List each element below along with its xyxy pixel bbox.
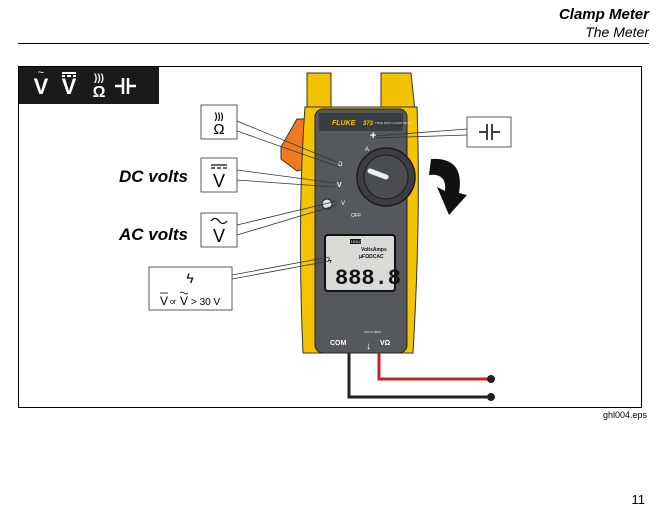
page-number: 11 [631,492,646,507]
capacitor-icon [479,124,500,140]
mode-bar: V ~ V ))) Ω [19,67,159,104]
high-voltage-callout: ϟ V or V > 30 V [148,266,233,311]
svg-text:+: + [370,130,376,142]
svg-text:V: V [160,294,168,308]
dc-volts-label: DC volts [119,167,188,186]
mode-continuity-icon: ))) [94,73,104,84]
lcd-display: HOLD VoltsAmps μFΩDCAC 888.8 ϟ [324,234,401,292]
ac-volt-icon: V [213,226,225,246]
ohm-icon: Ω [213,121,224,138]
dial-ohm-label: Ω [338,162,343,168]
figure-caption: ghl004.eps [602,410,647,420]
lcd-units-2: μFΩDCAC [359,254,384,260]
dc-volt-icon: V [213,171,225,191]
continuity-ohm-callout: ))) Ω [200,104,238,140]
dial-off-label: OFF [351,213,361,219]
header-rule [18,43,649,44]
svg-text:V: V [337,182,342,189]
callout-lines [231,120,468,280]
rotation-arrow-icon [429,158,467,215]
model-sub-label: TRUE RMS CLAMP METER [375,121,414,125]
meter-illustration: V ~ V ))) Ω FLUKE 373 TRUE RMS CLAMP MET… [19,67,512,401]
svg-text:↓: ↓ [366,341,371,352]
brand-label: FLUKE [332,120,356,127]
ac-volts-label: AC volts [118,225,188,244]
jack-mid-label: CAT III 600V [364,330,381,334]
jack-v-label: VΩ [380,340,391,347]
header-subtitle: The Meter [585,24,649,40]
figure-frame: V ~ V ))) Ω FLUKE 373 TRUE RMS CLAMP MET… [18,66,642,408]
ac-volt-callout: V [200,212,238,248]
mode-ac-volt-icon: V [34,74,49,99]
test-leads [347,353,495,401]
dial-a-label: A [365,147,369,153]
svg-text:V: V [180,294,188,308]
rotary-dial [356,147,416,207]
mode-dc-volt-icon: V [62,74,77,99]
dc-volt-callout: V [200,157,238,193]
capacitor-callout [466,116,512,148]
mode-ohm-icon: Ω [93,84,106,101]
lcd-units-1: VoltsAmps [361,247,387,253]
jack-com-label: COM [330,340,347,347]
svg-text:~: ~ [38,67,44,79]
svg-text:))): ))) [215,111,224,121]
hv-threshold-text: > 30 V [191,297,221,308]
hv-or-text: or [170,299,177,306]
hv-bolt-icon: ϟ [186,270,194,286]
svg-text:ϟ: ϟ [328,258,332,265]
header-title: Clamp Meter [558,6,649,23]
mode-capacitor-icon [115,78,136,94]
lcd-digits: 888.8 [335,266,401,291]
lcd-hold: HOLD [351,239,362,244]
meter-body: FLUKE 373 TRUE RMS CLAMP METER + A Ω V V… [280,72,419,354]
model-label: 373 [363,121,374,127]
svg-text:V: V [341,201,345,207]
